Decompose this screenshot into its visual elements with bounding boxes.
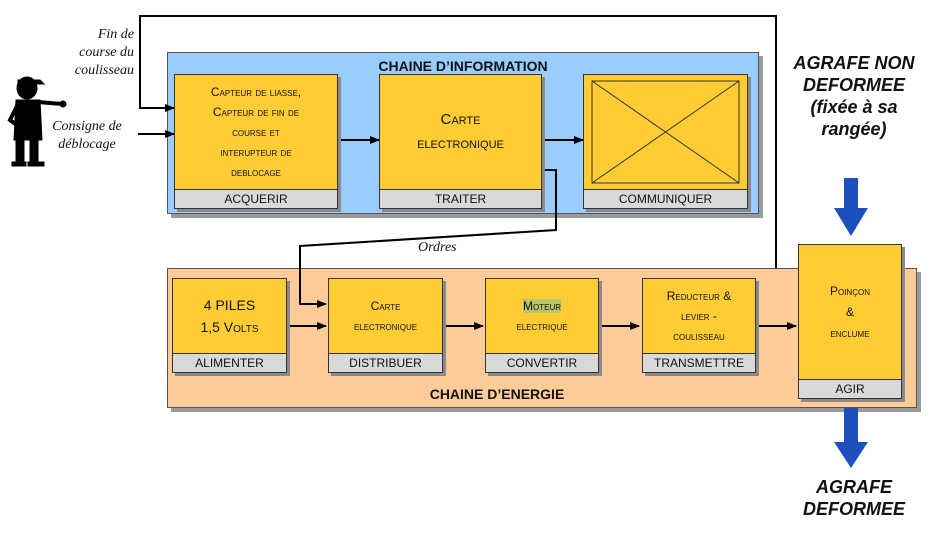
agir-line: Poinçon xyxy=(829,283,870,298)
block-communiquer: COMMUNIQUER xyxy=(583,74,748,209)
transmettre-label: TRANSMETTRE xyxy=(643,353,755,372)
note-line: coulisseau xyxy=(74,63,134,78)
convertir-label: CONVERTIR xyxy=(486,353,598,372)
feedback-line xyxy=(139,15,777,268)
heading-line: AGRAFE xyxy=(816,477,892,497)
block-transmettre: Reducteur & levier - coulisseau TRANSMET… xyxy=(642,278,756,373)
agir-text: Poinçon & enclume xyxy=(799,245,901,379)
convertir-line: electrique xyxy=(516,319,568,333)
block-convertir: Moteur electrique CONVERTIR xyxy=(485,278,599,373)
empty-cross-icon xyxy=(591,80,740,184)
agir-label: AGIR xyxy=(799,379,901,398)
ordres-note: Ordres xyxy=(418,240,457,255)
acquerir-line: interupteur de xyxy=(220,145,292,159)
heading-line: DEFORMEE xyxy=(802,75,905,95)
transmettre-text: Reducteur & levier - coulisseau xyxy=(643,279,755,353)
transmettre-line: coulisseau xyxy=(673,329,725,343)
information-chain-title: CHAINE D’INFORMATION xyxy=(378,58,548,74)
heading-line: rangée) xyxy=(821,119,887,139)
consigne-note: Consigne de déblocage xyxy=(40,118,134,154)
heading-line: DEFORMEE xyxy=(802,499,905,519)
traiter-line: Carte xyxy=(440,111,481,128)
distribuer-line: electronique xyxy=(353,319,418,333)
alimenter-text: 4 PILES 1,5 Volts xyxy=(173,279,286,353)
traiter-line: electronique xyxy=(417,135,504,152)
orders-arrow xyxy=(299,169,557,308)
fin-de-course-note: Fin de course du coulisseau xyxy=(60,26,134,80)
distribuer-text: Carte electronique xyxy=(329,279,442,353)
energy-chain-title: CHAINE D’ENERGIE xyxy=(429,386,565,402)
note-line: déblocage xyxy=(58,137,116,152)
alimenter-label: ALIMENTER xyxy=(173,353,286,372)
block-distribuer: Carte electronique DISTRIBUER xyxy=(328,278,443,373)
convertir-text: Moteur electrique xyxy=(486,279,598,353)
block-traiter: Carte electronique TRAITER xyxy=(379,74,542,209)
acquerir-line: Capteur de fin de xyxy=(212,105,300,119)
communiquer-label: COMMUNIQUER xyxy=(584,189,747,208)
acquerir-line: course et xyxy=(232,125,280,139)
alimenter-line: 1,5 Volts xyxy=(200,319,259,335)
acquerir-line: deblocage xyxy=(231,165,281,179)
distribuer-line: Carte xyxy=(370,299,401,313)
alimenter-line: 4 PILES xyxy=(203,297,256,313)
acquerir-label: ACQUERIR xyxy=(175,189,337,208)
note-line: Consigne de xyxy=(52,119,122,134)
block-alimenter: 4 PILES 1,5 Volts ALIMENTER xyxy=(172,278,287,373)
traiter-text: Carte electronique xyxy=(380,75,541,189)
distribuer-label: DISTRIBUER xyxy=(329,353,442,372)
operator-figure xyxy=(7,76,67,167)
block-acquerir: Capteur de liasse, Capteur de fin de cou… xyxy=(174,74,338,209)
traiter-label: TRAITER xyxy=(380,189,541,208)
matter-input-arrow xyxy=(834,178,868,236)
matter-output-heading: AGRAFE DEFORMEE xyxy=(776,476,932,520)
agir-line: & xyxy=(845,304,854,319)
agir-line: enclume xyxy=(830,325,870,340)
note-line: course du xyxy=(79,45,134,60)
heading-line: (fixée à sa xyxy=(810,97,898,117)
block-agir: Poinçon & enclume AGIR xyxy=(798,244,902,399)
heading-line: AGRAFE NON xyxy=(793,53,915,73)
note-line: Fin de xyxy=(97,27,134,42)
matter-input-heading: AGRAFE NON DEFORMEE (fixée à sa rangée) xyxy=(776,52,932,140)
matter-output-arrow xyxy=(834,408,868,468)
convertir-line: Moteur xyxy=(523,299,561,313)
transmettre-line: Reducteur & xyxy=(666,289,732,303)
acquerir-text: Capteur de liasse, Capteur de fin de cou… xyxy=(175,75,337,189)
transmettre-line: levier - xyxy=(681,309,717,323)
acquerir-line: Capteur de liasse, xyxy=(210,85,302,99)
